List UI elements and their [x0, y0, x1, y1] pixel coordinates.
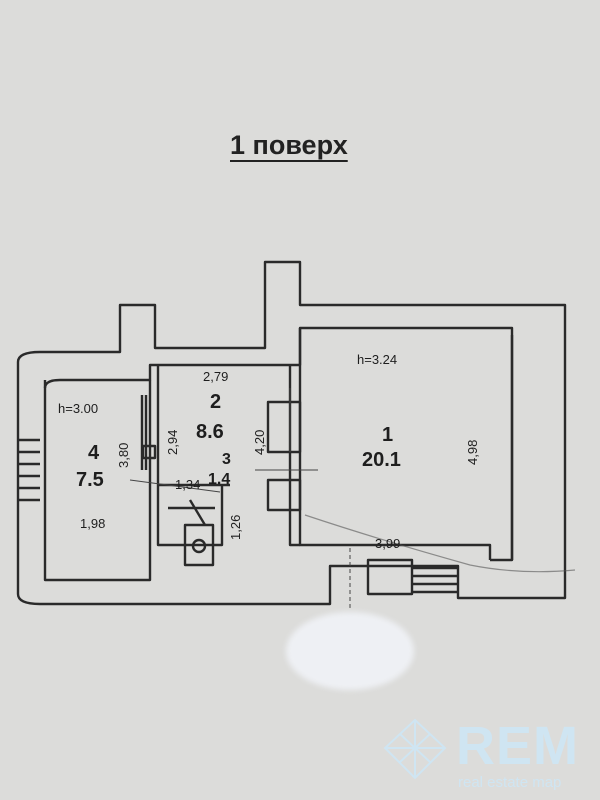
room4-width: 1,98	[80, 516, 106, 531]
room1-number: 1	[382, 424, 394, 446]
rem-logo-icon	[383, 718, 447, 780]
blurred-stamp	[286, 612, 414, 690]
plan-title: 1 поверх	[230, 130, 348, 160]
room1-height: h=3.24	[357, 352, 398, 367]
cabinet-block-lower	[266, 478, 302, 512]
room2-length: 2,94	[165, 429, 180, 455]
outer-wall	[16, 260, 567, 606]
toilet-icon	[191, 538, 207, 554]
room2-wall	[156, 365, 224, 547]
room3-width: 1,34	[175, 477, 201, 492]
room4-length: 3,80	[116, 442, 131, 468]
bottom-steps	[412, 566, 458, 594]
room1-length: 4,98	[465, 439, 480, 465]
room2-length2: 4,20	[252, 429, 267, 455]
room2-area: 8.6	[196, 421, 224, 443]
watermark-tagline: real estate map	[458, 774, 562, 791]
room3-area: 1.4	[208, 471, 231, 488]
room3-length: 1,26	[228, 514, 243, 540]
room1-width: 3,99	[375, 536, 401, 551]
room4-wall	[43, 380, 152, 582]
room4-area: 7.5	[76, 469, 104, 491]
watermark: REM real estate map	[380, 715, 600, 800]
room3-number: 3	[222, 451, 231, 468]
diagonal-hatch	[168, 499, 215, 526]
room4-height: h=3.00	[58, 401, 99, 416]
partition	[288, 365, 300, 547]
room2-number: 2	[210, 391, 222, 413]
toilet-box	[183, 523, 215, 567]
room2-width: 2,79	[203, 369, 229, 384]
cabinet-block	[266, 400, 302, 454]
watermark-brand: REM	[456, 716, 579, 776]
entrance-steps	[18, 438, 40, 502]
room1-area: 20.1	[362, 449, 401, 471]
vent-square	[141, 444, 157, 460]
room4-number: 4	[88, 442, 100, 464]
